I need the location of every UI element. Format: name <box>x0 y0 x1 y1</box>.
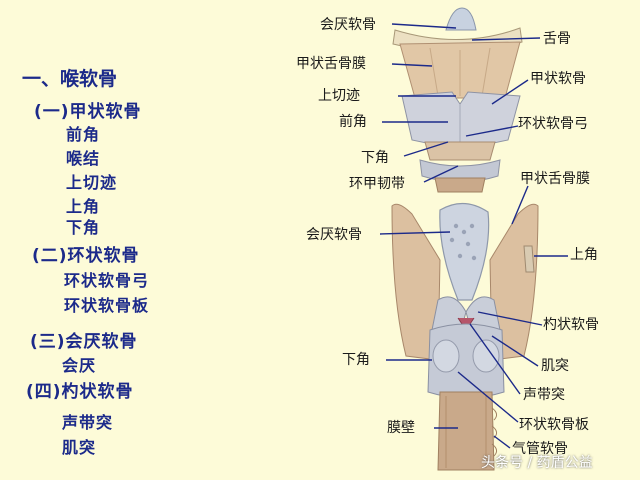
item-muscular-process: 肌突 <box>62 438 97 457</box>
label-thyrohyoid-membrane-top: 甲状舌骨膜 <box>296 56 366 72</box>
item-laryngeal-prominence: 喉结 <box>66 149 101 168</box>
item-inferior-horn: 下角 <box>66 218 101 237</box>
label-membranous-wall: 膜壁 <box>387 420 415 436</box>
label-epiglottic-cartilage-bottom: 会厌软骨 <box>306 227 362 243</box>
item-cricoid-lamina: 环状软骨板 <box>64 296 150 315</box>
label-vocal-process: 声带突 <box>523 387 565 403</box>
label-arytenoid-cartilage: 杓状软骨 <box>543 317 599 333</box>
label-superior-horn: 上角 <box>570 247 598 263</box>
item-superior-horn: 上角 <box>66 197 101 216</box>
item-anterior-horn: 前角 <box>66 125 101 144</box>
item-cricoid-arch: 环状软骨弓 <box>64 271 150 290</box>
label-cricoid-lamina: 环状软骨板 <box>519 417 589 433</box>
label-inferior-horn-top: 下角 <box>361 150 389 166</box>
section-epiglottic-cartilage: (三)会厌软骨 <box>30 332 138 352</box>
label-superior-notch: 上切迹 <box>318 88 360 104</box>
label-muscular-process: 肌突 <box>541 358 569 374</box>
label-inferior-horn-bottom: 下角 <box>342 352 370 368</box>
label-hyoid: 舌骨 <box>543 31 571 47</box>
item-superior-notch: 上切迹 <box>66 173 118 192</box>
label-thyrohyoid-membrane-bottom: 甲状舌骨膜 <box>520 171 590 187</box>
label-thyroid-cartilage: 甲状软骨 <box>530 71 586 87</box>
label-tracheal-cartilage: 气管软骨 <box>512 441 568 457</box>
leader-lines <box>379 23 568 449</box>
label-cricothyroid-ligament: 环甲韧带 <box>349 176 405 192</box>
watermark: 头条号 / 药盾公益 <box>481 455 593 471</box>
posterior-view <box>391 202 539 471</box>
outline-heading: 一、喉软骨 <box>22 68 118 90</box>
label-anterior-horn: 前角 <box>339 114 367 130</box>
anterior-view <box>392 7 523 193</box>
item-epiglottis: 会厌 <box>62 356 97 375</box>
section-thyroid-cartilage: (一)甲状软骨 <box>34 102 142 122</box>
item-vocal-process: 声带突 <box>62 413 114 432</box>
label-cricoid-arch: 环状软骨弓 <box>518 116 588 132</box>
section-arytenoid-cartilage: (四)杓状软骨 <box>26 382 134 402</box>
section-cricoid-cartilage: (二)环状软骨 <box>32 246 140 266</box>
label-epiglottic-cartilage-top: 会厌软骨 <box>320 17 376 33</box>
outline-panel: 一、喉软骨 (一)甲状软骨 前角 喉结 上切迹 上角 下角 (二)环状软骨 环状… <box>0 0 290 480</box>
